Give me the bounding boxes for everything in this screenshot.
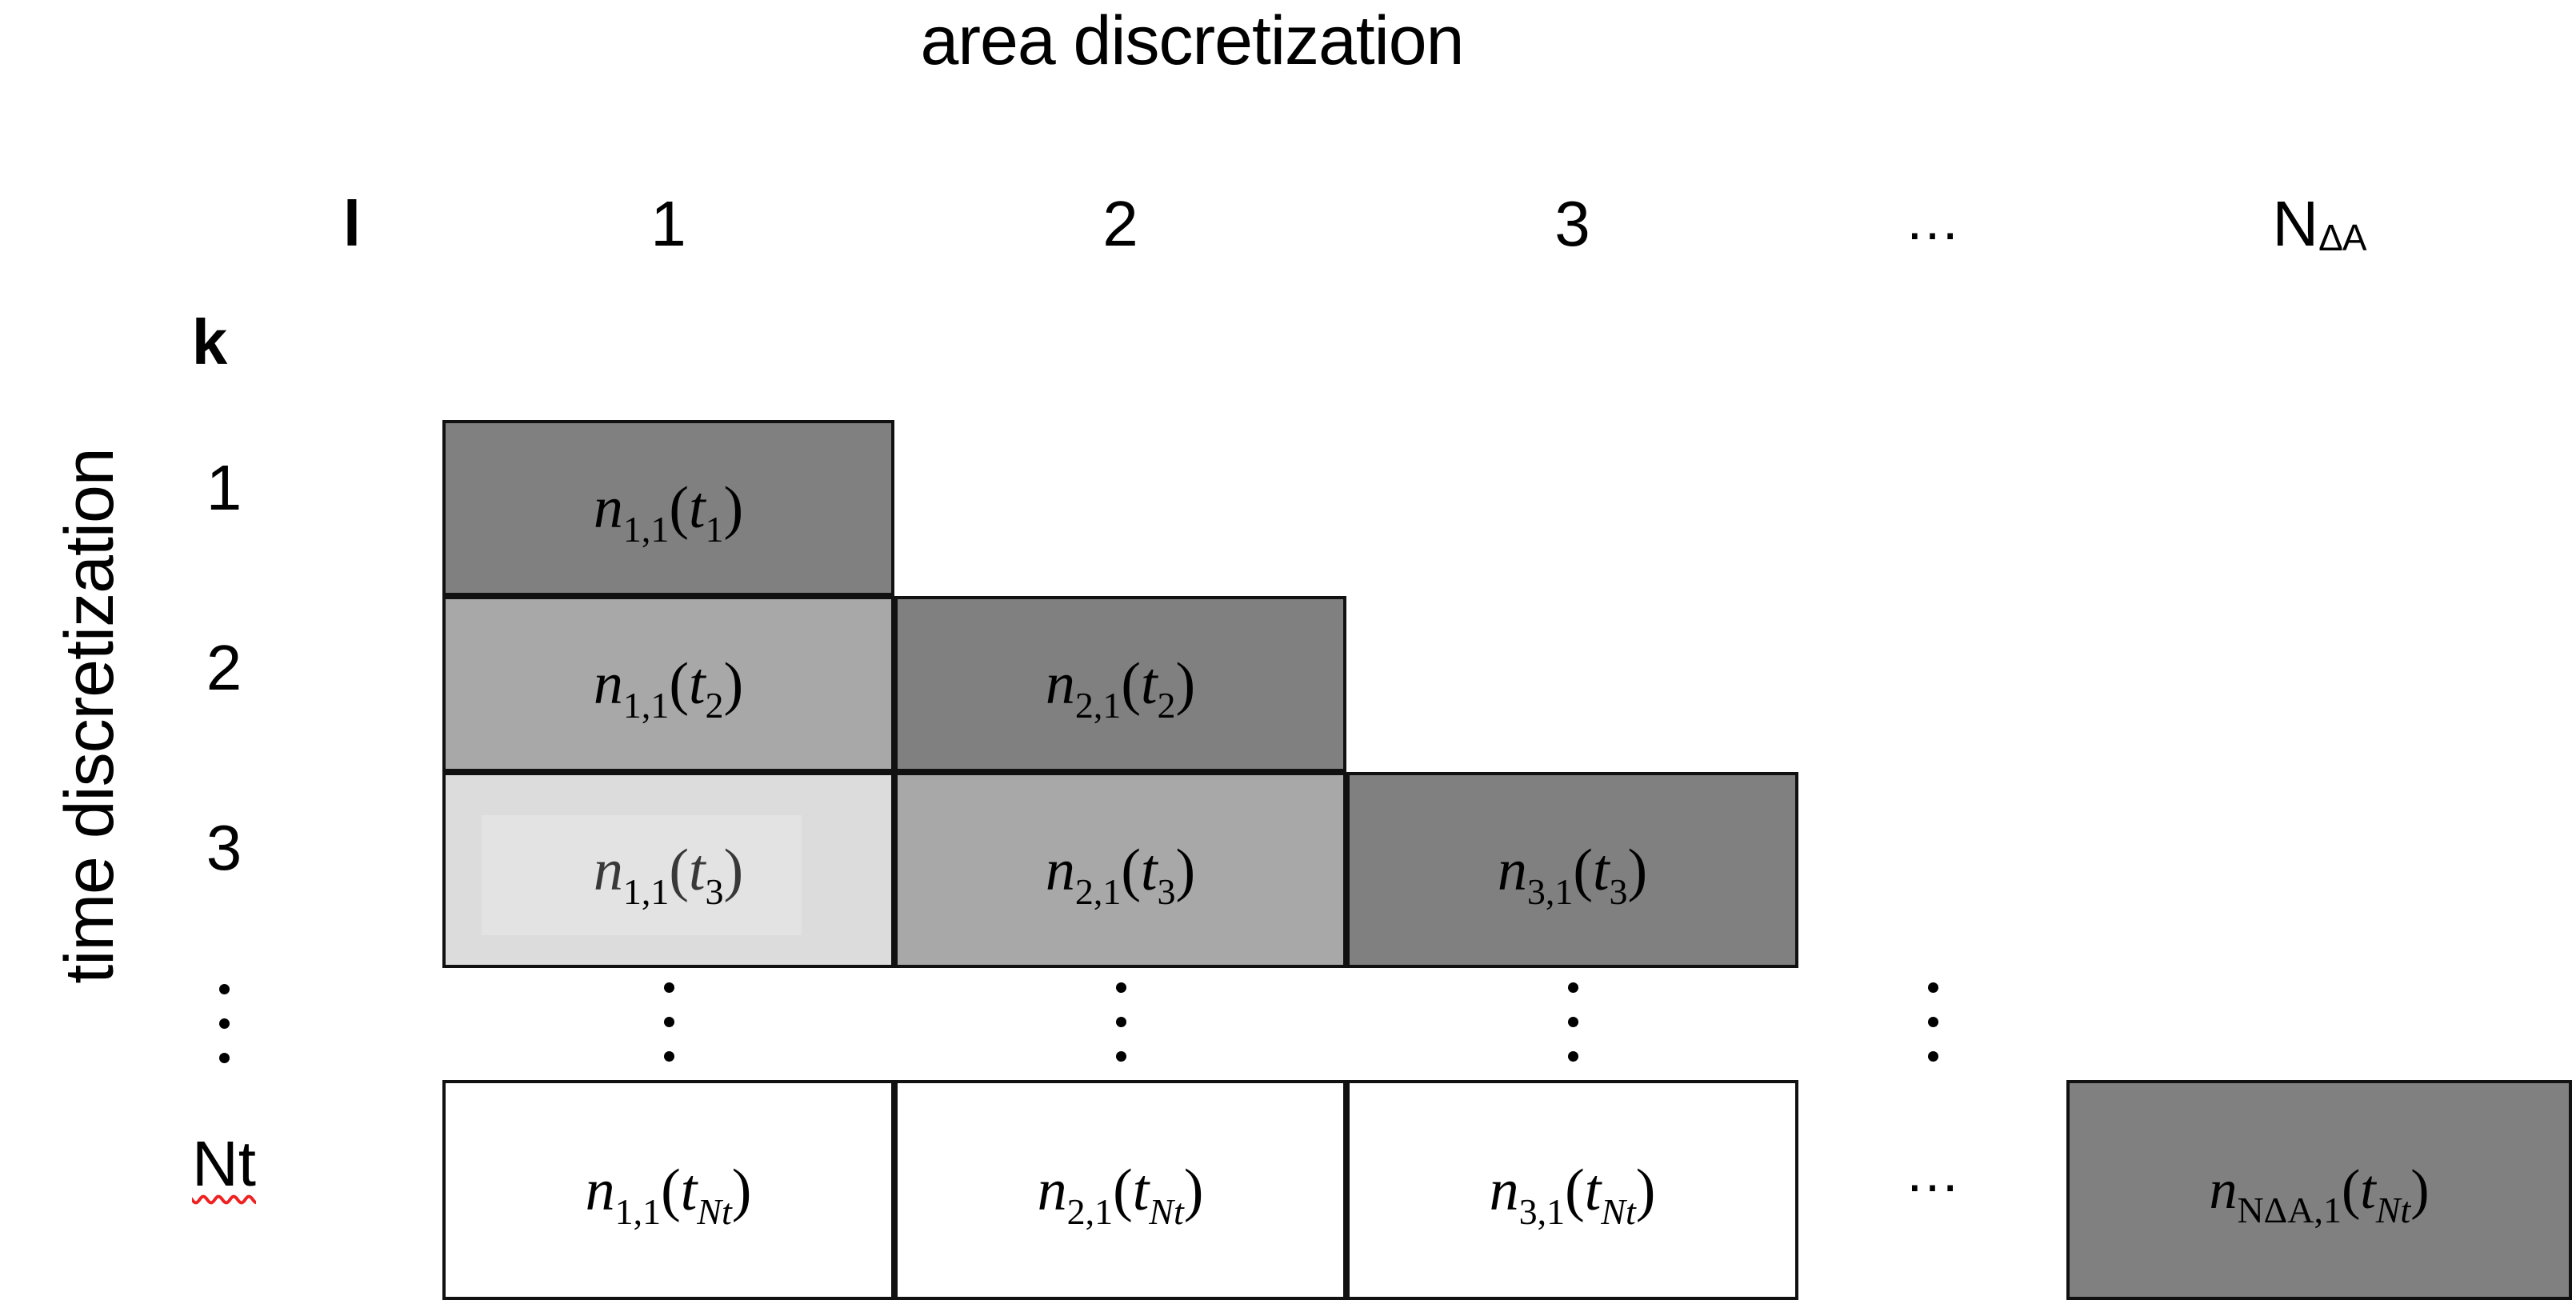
column-ellipsis-4 <box>1869 982 1997 1066</box>
column-ellipsis-3 <box>1509 982 1637 1066</box>
matrix-cell-last-c3[interactable]: n3,1(tNt) <box>1346 1080 1798 1300</box>
column-header-ellipsis: … <box>1904 189 1961 251</box>
cell-expression: n2,1(tNt) <box>1037 1157 1204 1232</box>
row-header-1: 1 <box>206 452 242 523</box>
row-axis-title: time discretization <box>51 448 128 984</box>
cell-expression: nNΔA,1(tNt) <box>2209 1158 2430 1230</box>
matrix-cell-r3c2[interactable]: n2,1(t3) <box>894 772 1346 968</box>
vertical-ellipsis-icon <box>663 982 674 1062</box>
row-header-last: Nt <box>192 1128 256 1199</box>
column-axis-title: area discretization <box>920 2 1465 79</box>
cell-expression: n3,1(tNt) <box>1489 1157 1656 1232</box>
cell-expression: n1,1(tNt) <box>585 1157 752 1232</box>
vertical-ellipsis-icon <box>1567 982 1578 1062</box>
column-ellipsis-2 <box>1057 982 1185 1066</box>
matrix-cell-r2c2[interactable]: n2,1(t2) <box>894 596 1346 772</box>
column-header-last: NΔA <box>2066 192 2572 258</box>
vertical-ellipsis-icon <box>1115 982 1126 1062</box>
matrix-cell-last-c2[interactable]: n2,1(tNt) <box>894 1080 1346 1300</box>
cell-expression: n1,1(t2) <box>593 651 744 726</box>
matrix-cell-r1c1[interactable]: n1,1(t1) <box>442 420 894 596</box>
matrix-cell-r2c1[interactable]: n1,1(t2) <box>442 596 894 772</box>
cell-expression: n1,1(t1) <box>593 475 744 550</box>
column-ellipsis-1 <box>605 982 733 1066</box>
bottom-row-ellipsis: … <box>1904 1141 1961 1203</box>
column-header-1: 1 <box>650 188 686 259</box>
column-header-last-base: N <box>2272 188 2319 259</box>
cell-expression: n2,1(t3) <box>1045 837 1196 912</box>
cell-expression: n1,1(t3) <box>593 837 744 912</box>
cell-expression: n2,1(t2) <box>1045 651 1196 726</box>
column-header-2: 2 <box>1102 188 1138 259</box>
matrix-cell-r3c1[interactable]: n1,1(t3) <box>442 772 894 968</box>
vertical-ellipsis-icon <box>1927 982 1938 1062</box>
row-header-2: 2 <box>206 632 242 703</box>
vertical-ellipsis-icon <box>218 984 230 1063</box>
matrix-cell-r3c3[interactable]: n3,1(t3) <box>1346 772 1798 968</box>
matrix-cell-last-c1[interactable]: n1,1(tNt) <box>442 1080 894 1300</box>
row-header-3: 3 <box>206 812 242 883</box>
matrix-cell-last-clast[interactable]: nNΔA,1(tNt) <box>2066 1080 2572 1300</box>
cell-expression: n3,1(t3) <box>1497 837 1648 912</box>
column-header-last-subscript: ΔA <box>2318 217 2366 258</box>
column-index-symbol: l <box>342 188 362 259</box>
row-header-ellipsis <box>144 984 304 1072</box>
column-header-3: 3 <box>1554 188 1590 259</box>
row-index-symbol: k <box>191 306 228 378</box>
